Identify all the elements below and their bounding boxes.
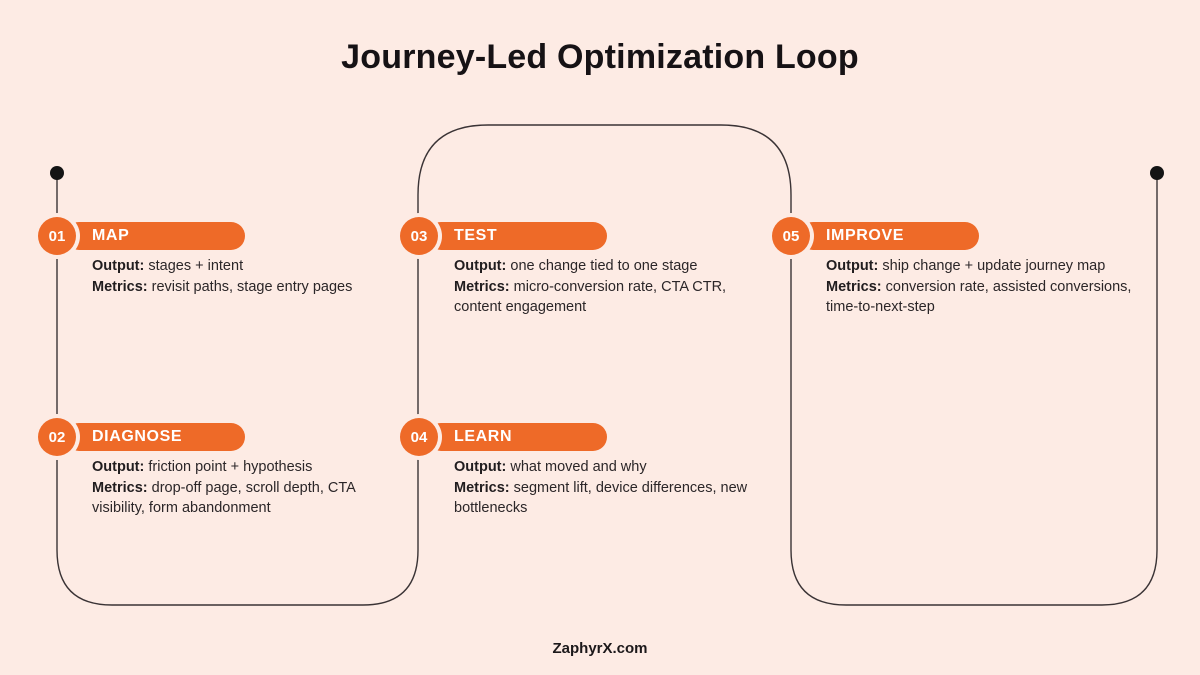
- stage-metrics: Metrics: revisit paths, stage entry page…: [92, 278, 353, 295]
- stage-label: IMPROVE: [826, 227, 904, 244]
- stage-number-badge: 04: [400, 418, 438, 456]
- stage-pill: TEST: [427, 222, 607, 250]
- stage-number: 01: [48, 227, 66, 245]
- stage-number-badge: 01: [38, 217, 76, 255]
- stage-label: MAP: [92, 227, 130, 244]
- stage-output: Output: what moved and why: [454, 459, 647, 475]
- stage-number-badge: 05: [772, 217, 810, 255]
- path-start-dot: [50, 166, 64, 180]
- stage-description: Output: friction point + hypothesis Metr…: [92, 457, 387, 519]
- stage-output: Output: ship change + update journey map: [826, 258, 1106, 274]
- stage-pill: MAP: [65, 222, 245, 250]
- serpentine-connector-line: [56, 124, 1158, 606]
- stage-number-badge: 03: [400, 217, 438, 255]
- stage-metrics: Metrics: conversion rate, assisted conve…: [826, 278, 1132, 316]
- stage-description: Output: ship change + update journey map…: [826, 256, 1156, 318]
- stage-label: LEARN: [454, 428, 513, 445]
- stage-metrics: Metrics: segment lift, device difference…: [454, 479, 748, 517]
- brand-footer: ZaphyrX.com: [552, 640, 648, 657]
- page-title: Journey-Led Optimization Loop: [341, 38, 859, 76]
- stage-number: 05: [782, 227, 800, 245]
- stage-number: 04: [410, 428, 428, 446]
- stage-pill: IMPROVE: [799, 222, 979, 250]
- stage-pill: DIAGNOSE: [65, 423, 245, 451]
- stage-number-badge: 02: [38, 418, 76, 456]
- stage-description: Output: stages + intent Metrics: revisit…: [92, 256, 397, 297]
- stage-label: DIAGNOSE: [92, 428, 183, 445]
- stage-output: Output: one change tied to one stage: [454, 258, 698, 274]
- stage-label: TEST: [454, 227, 498, 244]
- stage-description: Output: what moved and why Metrics: segm…: [454, 457, 754, 519]
- stage-pill: LEARN: [427, 423, 607, 451]
- stage-output: Output: friction point + hypothesis: [92, 459, 313, 475]
- stage-number: 03: [410, 227, 428, 245]
- path-end-dot: [1150, 166, 1164, 180]
- stage-metrics: Metrics: drop-off page, scroll depth, CT…: [92, 479, 356, 517]
- stage-output: Output: stages + intent: [92, 258, 244, 274]
- stage-metrics: Metrics: micro-conversion rate, CTA CTR,…: [454, 278, 727, 316]
- stage-description: Output: one change tied to one stage Met…: [454, 256, 747, 318]
- stage-number: 02: [48, 428, 66, 446]
